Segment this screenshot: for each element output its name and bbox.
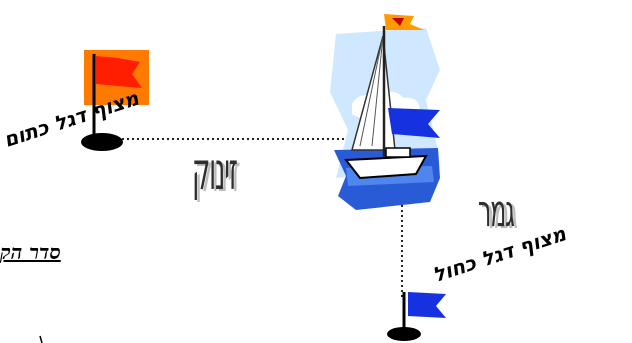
sailboat-icon [330, 14, 440, 210]
start-label: זינוק [192, 142, 238, 202]
blue-flag-buoy-icon [387, 292, 446, 341]
orange-flag-buoy-icon [81, 50, 149, 151]
order-heading: סדר הק [0, 240, 61, 264]
finish-label: גמר [478, 186, 515, 237]
edge-mark [39, 335, 43, 343]
